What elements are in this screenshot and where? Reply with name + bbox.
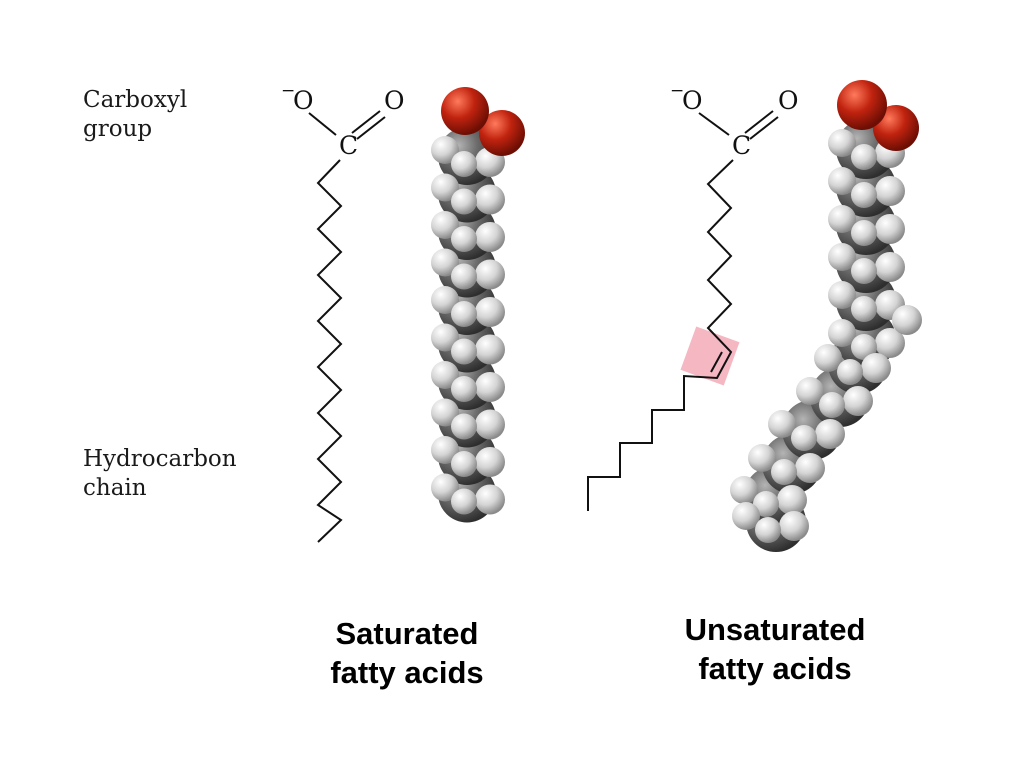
- hydrogen-atom: [828, 319, 856, 347]
- unsaturated-single-bond-o: [698, 112, 730, 136]
- unsaturated-hydrocarbon-chain: [587, 159, 734, 511]
- hydrogen-atom: [875, 328, 905, 358]
- oxygen-atom: [479, 110, 525, 156]
- hydrogen-atom: [779, 511, 809, 541]
- saturated-oxygen-minus-label: O: [293, 86, 314, 115]
- hydrogen-atom: [431, 398, 459, 427]
- hydrogen-atom: [851, 220, 877, 246]
- unsaturated-charge-label: −: [670, 81, 684, 101]
- hydrogen-atom: [828, 243, 856, 271]
- oxygen-atom: [441, 87, 489, 135]
- hydrogen-atom: [771, 459, 797, 485]
- hydrogen-atom: [875, 176, 905, 206]
- saturated-charge-label: −: [281, 81, 295, 101]
- hydrogen-atom: [815, 419, 845, 449]
- hydrogen-atom: [451, 188, 477, 215]
- hydrogen-atom: [451, 151, 477, 177]
- hydrogen-atom: [451, 301, 477, 327]
- hydrogen-atom: [475, 297, 505, 327]
- hydrogen-atom: [475, 334, 505, 365]
- oxygen-atom: [837, 80, 887, 130]
- hydrogen-atom: [431, 248, 459, 277]
- saturated-carbon-label: C: [339, 131, 358, 160]
- unsaturated-oxygen-minus-label: O: [682, 86, 703, 115]
- hydrogen-atom: [475, 259, 505, 290]
- hydrogen-atom: [851, 258, 877, 284]
- hydrogen-atom: [451, 451, 477, 477]
- hydrogen-atom: [814, 344, 842, 372]
- cis-double-bond-line: [710, 351, 723, 373]
- hydrogen-atom: [451, 338, 477, 365]
- hydrogen-atom: [777, 485, 807, 515]
- hydrogen-atom: [431, 361, 459, 389]
- hydrogen-atom: [451, 226, 477, 252]
- hydrogen-atom: [475, 184, 505, 215]
- unsaturated-double-bond-o-b: [749, 116, 779, 140]
- hydrocarbon-chain-label: Hydrocarbon chain: [83, 446, 237, 501]
- unsaturated-caption: Unsaturated fatty acids: [684, 612, 866, 686]
- saturated-skeletal-formula: − O O C: [281, 81, 405, 543]
- hydrogen-atom: [431, 173, 459, 202]
- hydrogen-atom: [828, 167, 856, 195]
- unsaturated-double-bond-o-a: [744, 110, 774, 134]
- hydrogen-atom: [819, 392, 845, 418]
- hydrogen-atom: [828, 205, 856, 233]
- unsaturated-oxygen-double-label: O: [778, 86, 799, 115]
- hydrogen-atom: [451, 263, 477, 290]
- hydrogen-atom: [475, 409, 505, 440]
- unsaturated-space-filling-model: [730, 80, 922, 552]
- hydrogen-atom: [892, 305, 922, 335]
- hydrogen-atom: [732, 502, 760, 530]
- hydrogen-atom: [851, 182, 877, 208]
- hydrogen-atom: [730, 476, 758, 504]
- hydrogen-atom: [475, 484, 505, 515]
- hydrogen-atom: [431, 211, 459, 239]
- saturated-caption: Saturated fatty acids: [330, 616, 484, 690]
- saturated-hydrocarbon-zigzag: [316, 159, 343, 543]
- hydrogen-atom: [828, 129, 856, 157]
- cis-double-bond-highlight: [680, 326, 740, 386]
- unsaturated-skeletal-formula: − O O C: [587, 81, 799, 511]
- hydrogen-atom: [431, 136, 459, 164]
- hydrogen-atom: [475, 447, 505, 477]
- hydrogen-atom: [431, 473, 459, 502]
- carboxyl-group-label: Carboxyl group: [83, 87, 188, 142]
- saturated-single-bond-o: [308, 112, 337, 136]
- hydrogen-atom: [875, 252, 905, 282]
- hydrogen-atom: [451, 488, 477, 515]
- hydrogen-atom: [851, 334, 877, 360]
- saturated-space-filling-model: [431, 87, 525, 523]
- hydrogen-atom: [475, 372, 505, 402]
- saturated-oxygen-double-label: O: [384, 86, 405, 115]
- hydrogen-atom: [851, 144, 877, 170]
- hydrogen-atom: [837, 359, 863, 385]
- hydrogen-atom: [753, 491, 779, 517]
- hydrogen-atom: [748, 444, 776, 472]
- hydrogen-atom: [431, 286, 459, 314]
- unsaturated-carbon-label: C: [732, 131, 751, 160]
- hydrogen-atom: [475, 222, 505, 252]
- oxygen-atom: [873, 105, 919, 151]
- saturated-double-bond-o-b: [356, 116, 386, 140]
- saturated-double-bond-o-a: [351, 110, 381, 134]
- hydrogen-atom: [791, 425, 817, 451]
- hydrogen-atom: [795, 453, 825, 483]
- hydrogen-atom: [451, 376, 477, 402]
- molecule-illustrations: − O O C − O O C: [281, 80, 922, 552]
- hydrogen-atom: [431, 323, 459, 352]
- hydrogen-atom: [768, 410, 796, 438]
- hydrogen-atom: [755, 517, 781, 543]
- hydrogen-atom: [431, 436, 459, 464]
- hydrogen-atom: [843, 386, 873, 416]
- hydrogen-atom: [875, 214, 905, 244]
- hydrogen-atom: [796, 377, 824, 405]
- hydrogen-atom: [828, 281, 856, 309]
- hydrogen-atom: [861, 353, 891, 383]
- hydrogen-atom: [451, 413, 477, 440]
- hydrogen-atom: [851, 296, 877, 322]
